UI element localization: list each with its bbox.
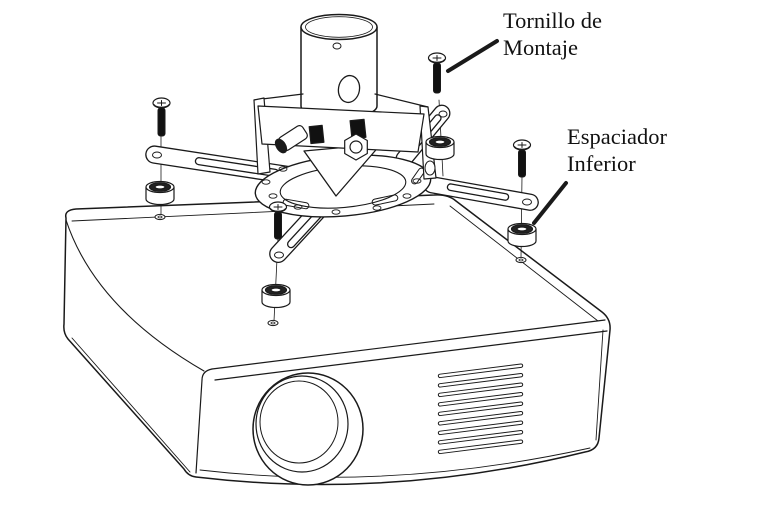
spacers (145, 135, 537, 309)
pipe-rim-hole (332, 42, 342, 50)
top-right-bevel-line (449, 205, 599, 322)
front-bottom-band (199, 447, 591, 478)
pivot-hex-bolt (344, 133, 368, 161)
label-espaciador-line1: Espaciador (567, 124, 667, 149)
mounting-bracket (253, 93, 437, 180)
left-face-inner-diagonal (71, 337, 191, 473)
front-left-corner-arc (201, 368, 213, 381)
mounting-screw-southwest (268, 201, 288, 240)
right-side-inner-line (595, 329, 604, 441)
spacer-northeast (425, 135, 455, 161)
top-front-bevel-lower (214, 330, 608, 381)
adjustment-knob (274, 125, 308, 154)
washer-southeast (515, 256, 527, 264)
spacer-northwest (145, 180, 175, 206)
washer-southwest (267, 319, 279, 327)
clamp-block-left (308, 124, 325, 145)
vent-grille (437, 363, 524, 455)
bracket-right-boss (424, 160, 436, 176)
projector-body (63, 194, 611, 486)
bracket-rim-right (374, 93, 429, 108)
label-tornillo-line2: Montaje (503, 35, 578, 60)
washer-northwest (154, 213, 166, 221)
washers (154, 213, 527, 327)
mounting-screw-southeast (512, 139, 532, 178)
pipe-front-hole (337, 74, 361, 104)
label-tornillo-line1: Tornillo de (503, 8, 602, 33)
spacer-southeast (507, 222, 537, 248)
left-face-top-edge (65, 219, 205, 372)
top-front-bevel-upper (211, 319, 606, 370)
plate-slots (282, 167, 425, 210)
front-left-vertical-edge (195, 379, 203, 474)
projector-lens (252, 372, 364, 486)
pipe-cylinder (300, 13, 378, 119)
spacer-southwest (261, 283, 291, 309)
leader-line-espaciador (532, 181, 568, 225)
mounting-screw-northeast (427, 52, 447, 94)
mounting-screw-northwest (152, 97, 171, 137)
leader-line-tornillo (446, 39, 499, 73)
label-tornillo-de-montaje: Tornillo de Montaje (503, 8, 602, 60)
label-espaciador-inferior: Espaciador Inferior (567, 124, 667, 176)
label-espaciador-line2: Inferior (567, 151, 636, 176)
mounting-screws (152, 52, 532, 240)
